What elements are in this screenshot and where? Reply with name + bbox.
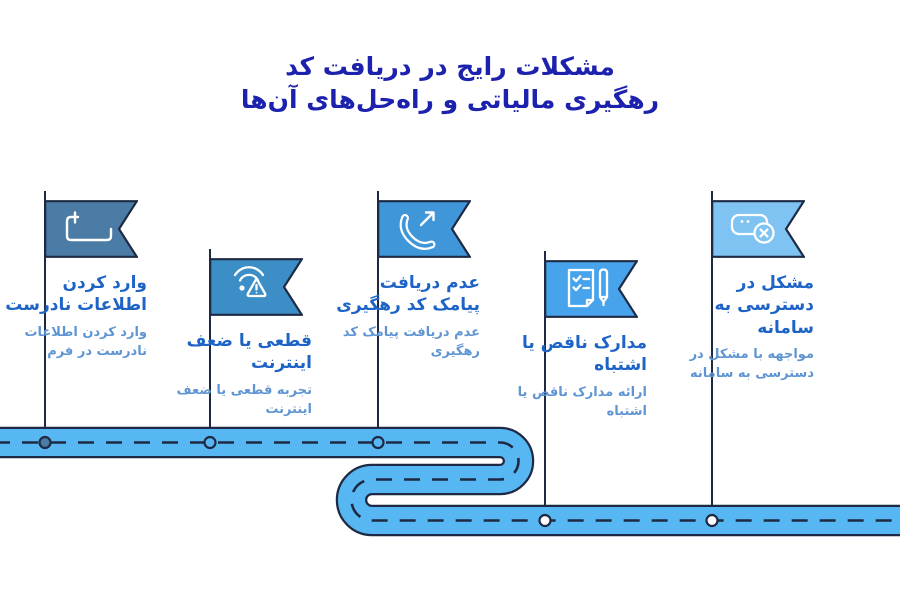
flag-2 (209, 258, 303, 316)
marker-dot-4 (538, 513, 552, 528)
flag-5 (711, 200, 805, 258)
milestone-4-title: مدارک ناقص یا اشتباه (521, 333, 647, 376)
marker-dot-3 (371, 435, 385, 450)
flag-4 (544, 260, 638, 318)
milestone-3-subtitle: عدم دریافت پیامک کد رهگیری (342, 324, 480, 359)
milestone-5-subtitle: مواجهه با مشکل در دسترسی به سامانه (689, 347, 814, 382)
incomplete-documents-icon (567, 268, 609, 308)
milestone-1-text: وارد کردن اطلاعات نادرست وارد کردن اطلاع… (0, 272, 147, 362)
system-access-error-icon (730, 213, 775, 244)
milestone-3-text: عدم دریافت پیامک کد رهگیری عدم دریافت پی… (330, 272, 480, 362)
internet-outage-icon (233, 266, 267, 298)
road-surface (0, 429, 900, 534)
missed-sms-call-icon (399, 211, 436, 250)
milestone-3-title: عدم دریافت پیامک کد رهگیری (336, 273, 480, 316)
marker-dot-1 (38, 435, 52, 450)
page-title: مشکلات رایج در دریافت کد رهگیری مالیاتی … (0, 50, 900, 116)
milestone-1-subtitle: وارد کردن اطلاعات نادرست در فرم (24, 324, 147, 359)
milestone-4-text: مدارک ناقص یا اشتباه ارائه مدارک ناقص یا… (497, 332, 647, 422)
milestone-5-title: مشکل در دسترسی به سامانه (714, 273, 815, 338)
milestone-4-subtitle: ارائه مدارک ناقص یا اشتباه (517, 384, 647, 419)
flag-1 (44, 200, 138, 258)
milestone-2-text: قطعی یا ضعف اینترنت تجربه قطعی یا ضعف ای… (162, 330, 313, 420)
milestone-5-text: مشکل در دسترسی به سامانه مواجهه با مشکل … (664, 272, 814, 384)
marker-dot-5 (705, 513, 719, 528)
milestone-2-subtitle: تجربه قطعی یا ضعف اینترنت (176, 382, 313, 417)
page-title-line-1: مشکلات رایج در دریافت کد (285, 52, 615, 81)
page-title-line-2: رهگیری مالیاتی و راه‌حل‌های آن‌ها (240, 85, 660, 114)
milestone-1-title: وارد کردن اطلاعات نادرست (5, 273, 147, 316)
road-center-dashes (0, 441, 900, 522)
milestone-2-title: قطعی یا ضعف اینترنت (186, 331, 312, 374)
input-field-icon (65, 211, 113, 242)
milestone-markers (38, 435, 719, 528)
marker-dot-2 (203, 435, 217, 450)
flag-3 (377, 200, 471, 258)
